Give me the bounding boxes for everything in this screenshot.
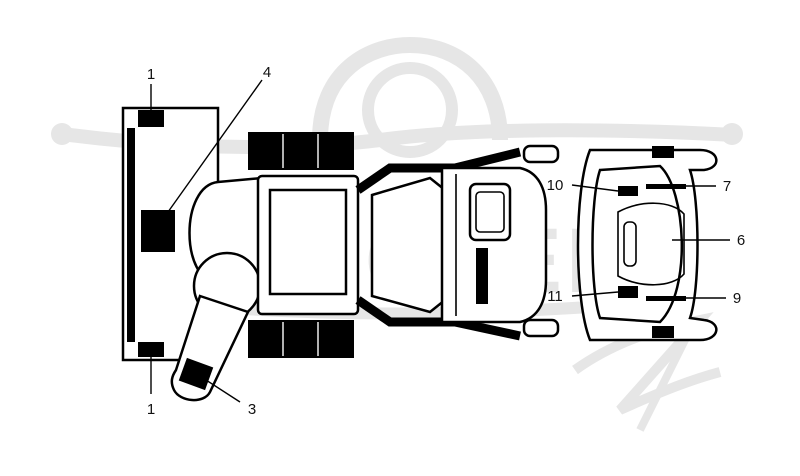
grip-bottom xyxy=(522,318,560,338)
handlebar xyxy=(522,144,560,338)
part-1-top-pad xyxy=(138,110,164,127)
watermark-ball-right xyxy=(721,123,743,145)
fork-bottom-cap xyxy=(652,326,674,338)
seat-inner xyxy=(268,188,348,296)
part-4-block xyxy=(141,210,175,252)
front-housing-window xyxy=(468,182,512,242)
watermark-helmet-inner xyxy=(362,62,458,158)
part-6-headlamp xyxy=(617,202,685,286)
callout-6: 6 xyxy=(737,232,745,249)
part-9-bar xyxy=(646,296,686,301)
callout-11: 11 xyxy=(547,288,563,305)
part-6-lens xyxy=(623,221,637,267)
watermark-script-tail xyxy=(636,328,694,432)
front-fork-inner xyxy=(591,164,683,324)
part-3-assembly xyxy=(170,294,250,402)
callout-labels: 1 1 4 3 6 7 9 10 11 xyxy=(147,64,745,418)
wheels xyxy=(248,132,354,358)
leader-lines xyxy=(150,79,730,403)
callout-4: 4 xyxy=(263,64,271,81)
callout-1-top: 1 xyxy=(147,66,155,83)
front-housing-window-inner xyxy=(475,191,505,233)
callout-3: 3 xyxy=(248,401,256,418)
watermark-helmet-outline xyxy=(312,36,508,141)
part-7-bar xyxy=(646,184,686,189)
wheel-bottom xyxy=(248,320,354,358)
callout-9: 9 xyxy=(733,290,741,307)
seat-body xyxy=(256,174,360,316)
rear-frame xyxy=(188,176,264,321)
wheel-top xyxy=(248,132,354,170)
part-11-block xyxy=(618,286,638,298)
footboard-rail xyxy=(127,128,135,342)
front-housing-slot xyxy=(476,248,488,304)
callout-10: 10 xyxy=(547,177,564,194)
callout-1-bottom: 1 xyxy=(147,401,155,418)
grip-top xyxy=(522,144,560,164)
leader-11 xyxy=(571,291,619,297)
front-housing xyxy=(440,166,548,324)
leader-3 xyxy=(205,379,241,403)
part-10-block xyxy=(618,186,638,196)
part-1-bottom-pad xyxy=(138,342,164,357)
callout-7: 7 xyxy=(723,178,731,195)
leader-10 xyxy=(571,184,619,192)
leader-4 xyxy=(167,79,263,213)
watermark-ball-left xyxy=(51,123,73,145)
part-3-block xyxy=(178,357,214,391)
chassis-link xyxy=(355,147,522,341)
front-housing-outline xyxy=(440,166,548,324)
fork-top-cap xyxy=(652,146,674,158)
front-fork xyxy=(576,146,718,342)
chassis-center xyxy=(370,176,447,314)
